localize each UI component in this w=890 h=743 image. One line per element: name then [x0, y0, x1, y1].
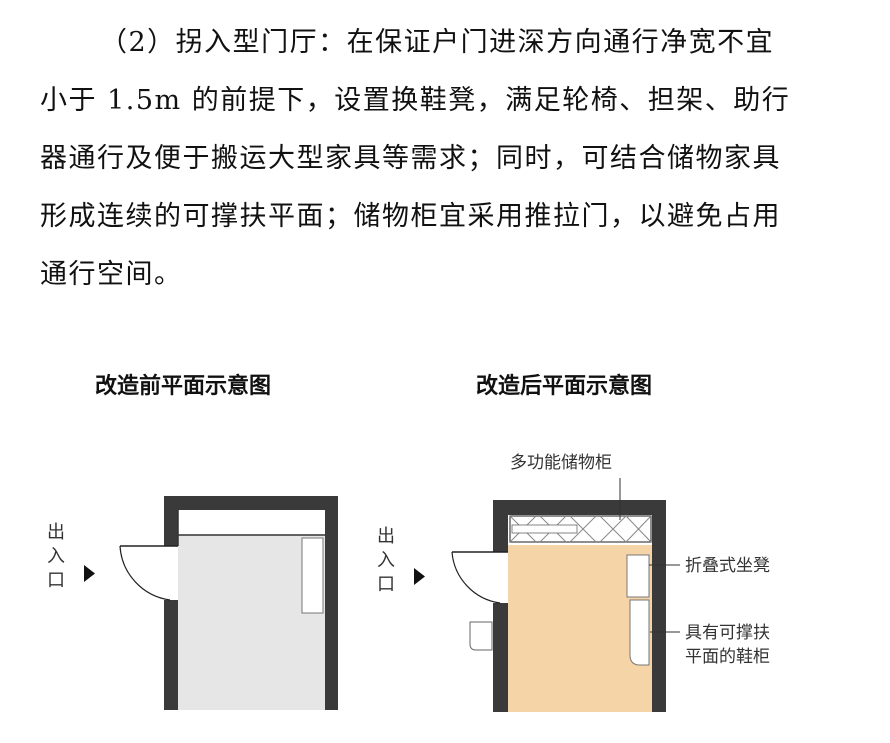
- storage-sliding-door: [511, 524, 578, 534]
- before-wall-left-upper: [164, 496, 178, 546]
- before-wall-left-lower: [164, 600, 178, 710]
- after-entrance-char: 口: [377, 574, 395, 595]
- after-wall-left-lower: [493, 603, 508, 712]
- folding-bench: [626, 554, 650, 598]
- after-plan-title: 改造后平面示意图: [476, 374, 653, 399]
- after-wall-right: [652, 500, 666, 712]
- paragraph-line: 通行空间。: [40, 259, 183, 290]
- paragraph-line: 小于 1.5m 的前提下，设置换鞋凳，满足轮椅、担架、助行: [40, 85, 791, 116]
- paragraph-line: 形成连续的可撑扶平面；储物柜宜采用推拉门，以避免占用: [40, 201, 781, 232]
- before-plan: 出 入 口: [47, 496, 338, 710]
- after-wall-left-upper: [493, 500, 508, 552]
- shoe-cabinet-label-line2: 平面的鞋柜: [685, 647, 770, 667]
- storage-label: 多功能储物柜: [510, 453, 612, 473]
- bench-label: 折叠式坐凳: [685, 556, 770, 576]
- after-entrance-arrow-icon: [414, 568, 425, 585]
- paragraph-line: 器通行及便于搬运大型家具等需求；同时，可结合储物家具: [40, 143, 781, 174]
- before-plan-title: 改造前平面示意图: [95, 374, 272, 399]
- before-entrance-char: 口: [47, 570, 65, 591]
- after-entrance-char: 入: [377, 550, 395, 571]
- after-plan: 出 入 口 多功能储物柜 折叠式坐凳 具有可撑扶 平面的鞋柜: [377, 453, 770, 712]
- paragraph-line: （2）拐入型门厅：在保证户门进深方向通行净宽不宜: [100, 27, 775, 58]
- after-wall-top: [493, 500, 666, 515]
- after-door-swing: [451, 551, 501, 604]
- before-floor: [178, 535, 325, 710]
- before-wall-right: [325, 496, 338, 710]
- before-entrance-arrow-icon: [84, 565, 95, 582]
- outside-fixture: [469, 621, 493, 651]
- before-entrance-char: 入: [47, 546, 65, 567]
- shoe-cabinet-label-line1: 具有可撑扶: [685, 623, 770, 643]
- shoe-cabinet: [629, 599, 650, 666]
- before-entrance-char: 出: [47, 522, 65, 543]
- before-shoe-cabinet: [301, 537, 324, 614]
- after-entrance-char: 出: [377, 526, 395, 547]
- before-door-swing: [119, 545, 171, 601]
- before-wall-top: [164, 496, 338, 510]
- body-paragraph: （2）拐入型门厅：在保证户门进深方向通行净宽不宜 小于 1.5m 的前提下，设置…: [40, 14, 860, 304]
